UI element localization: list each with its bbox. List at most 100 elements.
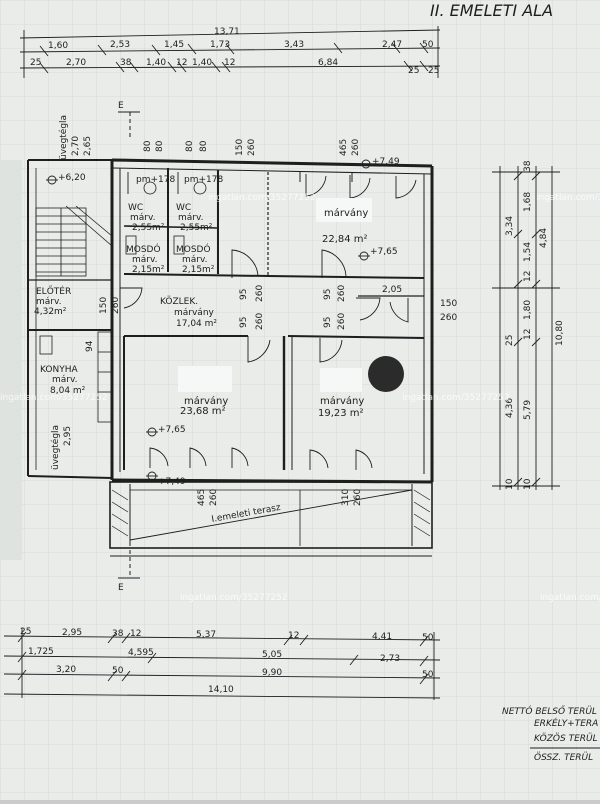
opening-mark: 80: [155, 140, 165, 152]
opening-mark: 260: [351, 139, 361, 156]
bathroom-walls: [123, 168, 269, 277]
level-mark-3: +7,65: [370, 247, 398, 257]
opening-marks: 80 80 80 80 150 260 465 260 150 260 95 2…: [63, 136, 457, 506]
dim-bottom-c3: 9,90: [262, 668, 282, 678]
dim-bottom-a4: 12: [130, 629, 141, 639]
top-dimension-ticks: [39, 42, 429, 74]
watermark-6: ingatlan.com/35277252: [540, 593, 600, 603]
dim-bottom-a6: 12: [288, 631, 299, 641]
dim-top-b9: 25: [408, 66, 419, 76]
room-top-right-material: márvány: [324, 207, 368, 219]
opening-mark: 150: [235, 139, 245, 156]
dim-right: 38: [523, 160, 533, 172]
dim-top-b10: 25: [428, 66, 439, 76]
dim-top-a5: 3,43: [284, 40, 304, 50]
level-marks: +6,20 +7,49 +7,65 +7,65 +7,49: [58, 157, 400, 487]
room-mosdo-1-area: 2,15m²: [132, 265, 165, 275]
dim-top-a6: 2,47: [382, 40, 402, 50]
opening-mark: 80: [143, 140, 153, 152]
opening-mark: 2,05: [382, 285, 402, 295]
opening-mark: 80: [185, 140, 195, 152]
fixture-mark-1: pm+178: [136, 175, 175, 185]
opening-mark: 260: [337, 285, 347, 302]
dim-top-b8: 6,84: [318, 58, 338, 68]
opening-mark: 260: [111, 297, 121, 314]
room-kitchen-area: 8,04 m²: [50, 386, 86, 396]
dim-bottom-a8: 50: [422, 633, 434, 643]
opening-mark: 260: [247, 139, 257, 156]
watermark-3: ingatlan.com/35277252: [0, 393, 108, 403]
wall-note-bottom: üvegtégla: [50, 425, 61, 470]
top-dimension-labels: 13,71 1,60 2,53 1,45 1,73 3,43 2,47 50 2…: [30, 27, 439, 76]
dim-bottom-c1: 3,20: [56, 665, 76, 675]
dim-bottom-a3: 38: [112, 629, 124, 639]
room-lower-right-area: 19,23 m²: [318, 408, 364, 419]
opening-mark: 465: [197, 489, 207, 506]
dim-bottom-b2: 4,595: [128, 648, 154, 658]
room-entry-name: ELŐTÉR: [36, 285, 71, 297]
dim-bottom-c4: 50: [422, 670, 434, 680]
room-mosdo-2-material: márv.: [182, 255, 207, 265]
left-shadow: [0, 160, 22, 560]
opening-mark: 260: [353, 489, 363, 506]
level-mark-4: +7,65: [158, 425, 186, 435]
bottom-dimension-ticks: [17, 631, 429, 685]
dim-top-b4: 1,40: [146, 58, 166, 68]
level-marker-symbols: [46, 159, 372, 481]
legend-net-area: NETTÓ BELSŐ TERÜL: [502, 705, 597, 717]
terrace: [109, 481, 433, 557]
opening-mark: 150: [440, 299, 457, 309]
dim-bottom-c2: 50: [112, 666, 124, 676]
dim-bottom-b1: 1,725: [28, 647, 54, 657]
level-mark-1: +6,20: [58, 173, 86, 183]
dim-right: 25: [505, 335, 515, 346]
level-mark-5: +7,49: [158, 477, 186, 487]
sheet-title: II. EMELETI ALA: [430, 1, 553, 20]
paper-sticker-1: [316, 198, 372, 222]
section-marker-bottom: E: [118, 583, 124, 593]
opening-mark: 150: [99, 297, 109, 314]
room-wc-2-material: márv.: [178, 213, 203, 223]
watermarks: ingatlan.com/35277252 ingatlan.com/35277…: [0, 193, 600, 603]
room-wc-2-area: 2,55m²: [180, 223, 213, 233]
opening-mark: 95: [239, 289, 249, 300]
room-wc-2-name: WC: [176, 203, 191, 213]
opening-mark: 80: [199, 140, 209, 152]
kitchen-counter: [39, 331, 113, 423]
room-lower-right-material: márvány: [320, 395, 364, 407]
room-mosdo-2-area: 2,15m²: [182, 265, 215, 275]
opening-mark: 2,70: [71, 136, 81, 156]
dim-top-a4: 1,73: [210, 40, 230, 50]
area-legend: NETTÓ BELSŐ TERÜL ERKÉLY+TERA KÖZÖS TERÜ…: [502, 705, 600, 763]
room-top-right-area: 22,84 m²: [322, 234, 368, 245]
paper-sticker-2: [178, 366, 232, 392]
dim-bottom-total: 14,10: [208, 685, 234, 695]
room-wc-1-area: 2,55m²: [132, 223, 165, 233]
dim-top-a1: 1,60: [48, 41, 68, 51]
dim-top-b2: 2,70: [66, 58, 86, 68]
opening-mark: 95: [323, 289, 333, 300]
dim-top-a7: 50: [422, 40, 434, 50]
dim-top-b7: 12: [224, 58, 235, 68]
dim-right: 10,80: [555, 320, 565, 346]
door-swings: [120, 172, 417, 470]
opening-mark: 260: [255, 313, 265, 330]
watermark-5: ingatlan.com/35277252: [180, 593, 288, 603]
room-entry-area: 4,32m²: [34, 307, 67, 317]
dim-right: 1,80: [523, 300, 533, 320]
opening-mark: 2,65: [83, 136, 93, 156]
dim-right: 10: [523, 478, 533, 490]
dim-bottom-a1: 25: [20, 627, 31, 637]
opening-mark: 260: [337, 313, 347, 330]
dim-right: 10: [505, 478, 515, 490]
legend-balcony-terrace: ERKÉLY+TERA: [534, 717, 598, 729]
legend-common-area: KÖZÖS TERÜL: [534, 733, 598, 744]
dim-top-b6: 1,40: [192, 58, 212, 68]
opening-mark: 310: [341, 489, 351, 506]
lower-room-walls: [123, 335, 425, 470]
room-mosdo-2-name: MOSDÓ: [176, 243, 211, 255]
opening-mark: 260: [440, 313, 457, 323]
dim-bottom-b3: 5,05: [262, 650, 282, 660]
